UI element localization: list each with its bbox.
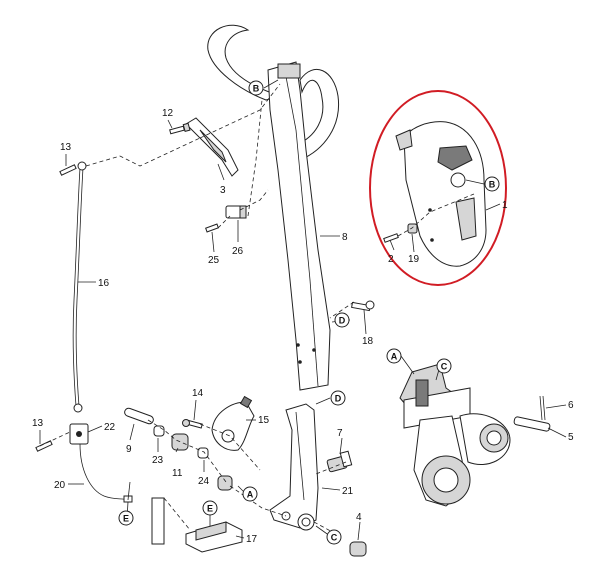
label-part-11: 11 (172, 468, 183, 479)
label-part-15: 15 (258, 415, 270, 426)
screw-14 (182, 419, 203, 429)
cam-plate-15 (211, 395, 255, 451)
bracket-17 (185, 521, 243, 553)
ref-d-bracket: D (330, 390, 346, 406)
svg-text:C: C (331, 533, 338, 543)
screw-13-top (59, 164, 77, 176)
label-part-22: 22 (104, 422, 116, 433)
cable-clamp-22 (69, 423, 89, 445)
ref-a-wheel: A (386, 348, 402, 364)
bushing-24 (197, 447, 209, 459)
label-part-23: 23 (152, 455, 164, 466)
wheel-assembly (399, 363, 511, 507)
label-part-12: 12 (162, 108, 174, 119)
release-lever (185, 117, 239, 177)
screw-13-bottom (35, 440, 53, 452)
cable-20 (79, 443, 133, 503)
strip-e (151, 497, 165, 545)
bolt-7 (326, 450, 353, 473)
handle-tube (267, 61, 331, 391)
ref-a-bottom: A (242, 486, 258, 502)
head-assembly-1 (395, 121, 487, 267)
svg-text:B: B (253, 84, 260, 94)
label-part-24: 24 (198, 476, 210, 487)
label-part-9: 9 (126, 444, 132, 455)
ref-e-plate: E (202, 500, 218, 516)
pin-2 (383, 233, 399, 243)
assembly-lines (39, 83, 475, 535)
highlight-ring (369, 90, 507, 286)
svg-text:B: B (489, 180, 496, 190)
part-numbers: 1 2 3 4 5 6 7 8 9 11 12 13 13 14 15 16 1… (32, 108, 574, 545)
nut-19 (407, 223, 418, 234)
svg-text:A: A (247, 490, 254, 500)
label-part-25: 25 (208, 255, 220, 266)
bracket-21 (269, 403, 319, 531)
ref-d-tube: D (334, 312, 350, 328)
cap-4 (349, 541, 367, 557)
label-part-17: 17 (246, 534, 258, 545)
label-part-16: 16 (98, 278, 110, 289)
label-part-26: 26 (232, 246, 244, 257)
svg-text:E: E (207, 504, 213, 514)
bushing-23 (153, 425, 165, 437)
label-part-21: 21 (342, 486, 354, 497)
ref-b-head: B (484, 176, 500, 192)
pin-9 (124, 407, 154, 425)
label-part-4: 4 (356, 512, 362, 523)
svg-text:A: A (391, 352, 398, 362)
label-part-2: 2 (388, 254, 394, 265)
label-part-20: 20 (54, 480, 66, 491)
cotter-pin-6 (539, 395, 546, 421)
label-part-14: 14 (192, 388, 204, 399)
svg-text:C: C (441, 362, 448, 372)
ref-b-handle: B (248, 80, 264, 96)
washer-a (217, 475, 233, 491)
label-part-3: 3 (220, 185, 226, 196)
label-part-19: 19 (408, 254, 420, 265)
label-part-5: 5 (568, 432, 574, 443)
label-part-1: 1 (502, 200, 508, 211)
ref-e-cable: E (118, 510, 134, 526)
label-part-13-bottom: 13 (32, 418, 44, 429)
screw-12 (169, 122, 191, 135)
label-part-6: 6 (568, 400, 574, 411)
bolt-18 (351, 300, 375, 312)
svg-text:D: D (335, 394, 342, 404)
screw-25 (205, 223, 219, 233)
label-part-18: 18 (362, 336, 374, 347)
pin-5 (513, 416, 551, 432)
reference-letters: B B D D A C A C (118, 80, 500, 545)
ref-c-wheel: C (436, 358, 452, 374)
label-part-8: 8 (342, 232, 348, 243)
svg-text:E: E (123, 514, 129, 524)
label-part-7: 7 (337, 428, 343, 439)
label-part-13-top: 13 (60, 142, 72, 153)
svg-text:D: D (339, 316, 346, 326)
ref-c-bottom: C (326, 529, 342, 545)
control-cable-16 (72, 161, 87, 413)
clamp-26 (225, 205, 247, 219)
